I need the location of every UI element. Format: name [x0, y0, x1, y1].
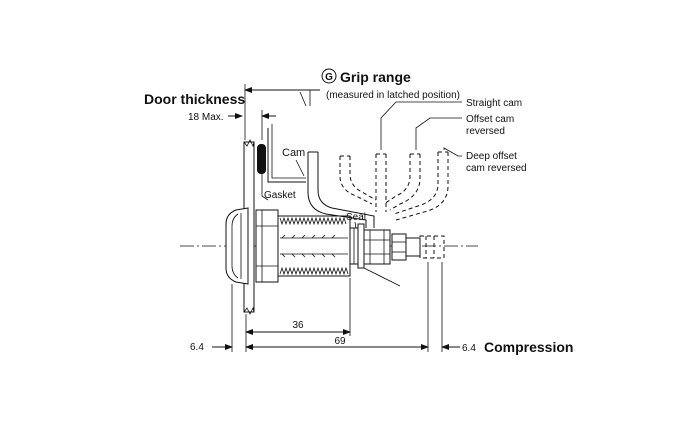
threaded-barrel	[277, 215, 351, 277]
dim-left-6-4-label: 6.4	[190, 342, 204, 353]
outer-hex-nut	[391, 233, 407, 261]
straight-cam-solid	[307, 151, 375, 228]
grip-range-title: G Grip range (measured in latched positi…	[321, 68, 460, 101]
dim-36-label: 36	[292, 320, 304, 331]
max-18-label: 18 Max.	[188, 112, 224, 123]
alternate-cams-dashed	[339, 151, 449, 221]
gasket-label: Gasket	[264, 190, 296, 201]
door-thickness-label: Door thickness	[144, 91, 245, 107]
grip-letter-badge	[321, 68, 337, 84]
compression-label: Compression	[484, 339, 573, 355]
cam-label: Cam	[282, 147, 305, 159]
measured-note: (measured in latched position)	[326, 90, 460, 101]
dim-69-label: 69	[334, 336, 346, 347]
straight-cam-label: Straight cam	[466, 98, 522, 109]
lock-flange	[225, 207, 249, 285]
grip-range-label: Grip range	[340, 69, 411, 85]
spindle	[405, 235, 445, 259]
gasket	[257, 144, 269, 201]
cam-nut	[363, 229, 391, 265]
cam-arm	[267, 124, 306, 183]
offset-cam-label-2: reversed	[466, 126, 505, 137]
grip-letter: G	[325, 72, 333, 83]
door-thickness-dimension	[228, 110, 276, 140]
deep-offset-label-1: Deep offset	[466, 151, 517, 162]
grip-range-dimension	[244, 84, 320, 140]
seal	[349, 227, 359, 265]
seal-label: Seal	[346, 212, 366, 223]
offset-cam-label-1: Offset cam	[466, 114, 514, 125]
deep-offset-label-2: cam reversed	[466, 163, 527, 174]
body-hex-nut	[255, 209, 279, 283]
dim-right-6-4-label: 6.4	[462, 343, 476, 354]
cam-leaders	[380, 101, 462, 157]
extension-lines	[231, 262, 443, 352]
